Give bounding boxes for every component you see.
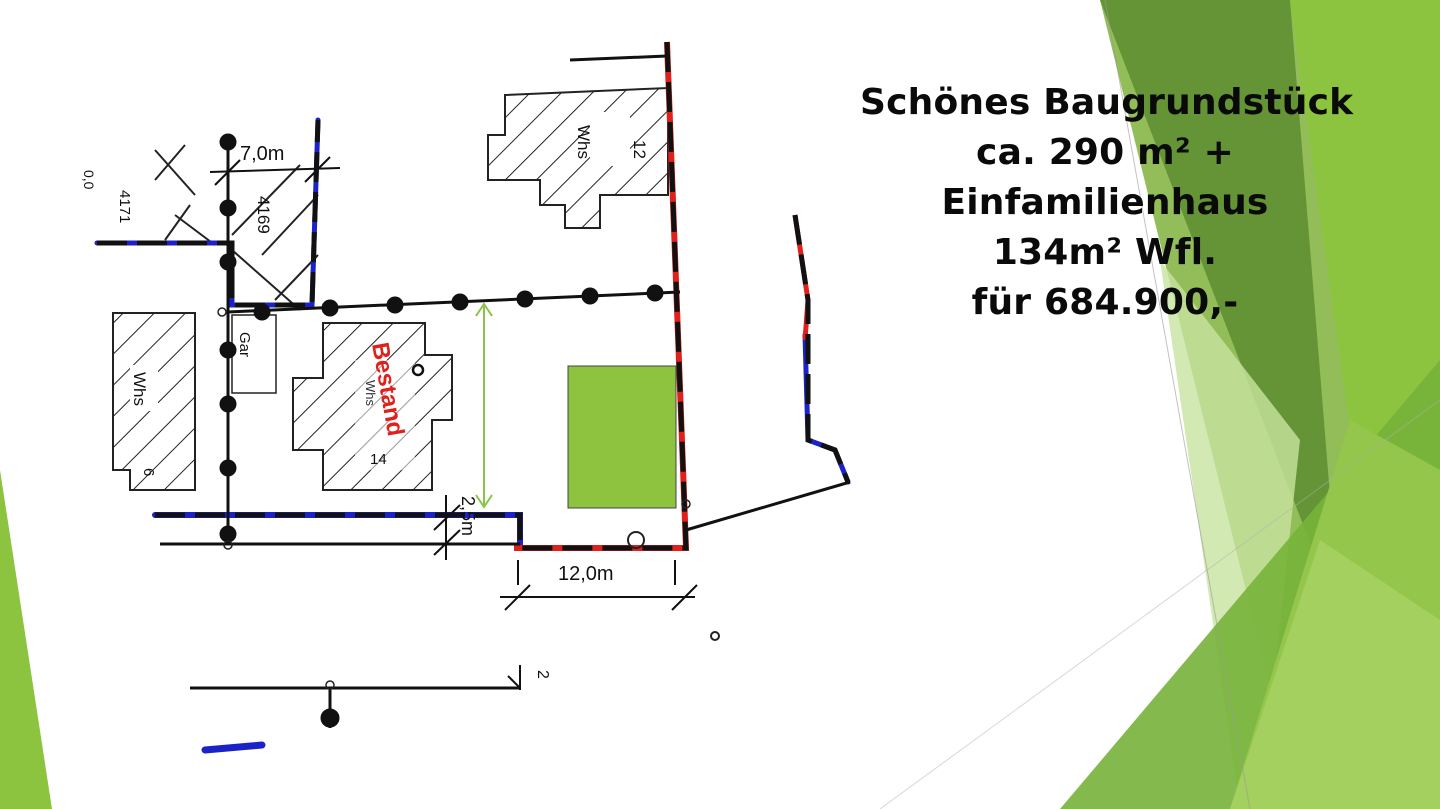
- dimension-12m-label: 12,0m: [558, 563, 614, 585]
- svg-text:0,0: 0,0: [81, 170, 97, 190]
- dimension-2-5m-label: 2,5m: [458, 496, 478, 536]
- decorative-triangle-left: [0, 470, 52, 809]
- misc-number-label: 2: [534, 670, 551, 679]
- parcel-4171-label: 4171: [116, 190, 133, 223]
- parcel-4171: 4171 0,0: [81, 144, 216, 246]
- headline-line-5: für 684.900,-: [971, 282, 1239, 323]
- decorative-triangles-right: [879, 0, 1440, 809]
- dimension-bottom: [500, 560, 698, 611]
- headline: Schönes Baugrundstück ca. 290 m² + Einfa…: [860, 78, 1354, 328]
- dimension-7m-label: 7,0m: [240, 143, 284, 165]
- parcel-4169-label: 4169: [254, 196, 273, 234]
- dimension-top: [209, 156, 341, 186]
- headline-line-4: 134m² Wfl.: [992, 232, 1218, 273]
- house-whs-14-existing: Whs 14 Bestand: [292, 322, 453, 491]
- headline-line-1: Schönes Baugrundstück: [860, 82, 1354, 123]
- headline-line-2: ca. 290 m² +: [976, 132, 1234, 173]
- dimension-side: [433, 495, 461, 560]
- new-building-area: [567, 365, 677, 509]
- distance-arrow: [475, 302, 493, 509]
- boundary-blue: [94, 117, 851, 754]
- parcel-4169: 4169: [231, 164, 319, 311]
- house-12-number: 12: [630, 140, 649, 159]
- house-14-number: 14: [370, 451, 387, 468]
- house-14-label: Whs: [363, 380, 378, 407]
- garage-label: Gar: [236, 332, 253, 357]
- house-whs-12: Whs 12: [487, 86, 669, 229]
- house-whs-6: Whs 6: [112, 312, 196, 491]
- boundary-dashes: [97, 41, 851, 551]
- house-left-label: Whs: [130, 372, 149, 406]
- house-12-label: Whs: [574, 125, 593, 159]
- headline-line-3: Einfamilienhaus: [941, 182, 1269, 223]
- garage: Gar: [231, 314, 277, 394]
- property-lines: [160, 54, 851, 728]
- misc-marker: 2: [507, 665, 551, 690]
- house-left-number: 6: [140, 468, 157, 476]
- survey-points: [217, 307, 720, 690]
